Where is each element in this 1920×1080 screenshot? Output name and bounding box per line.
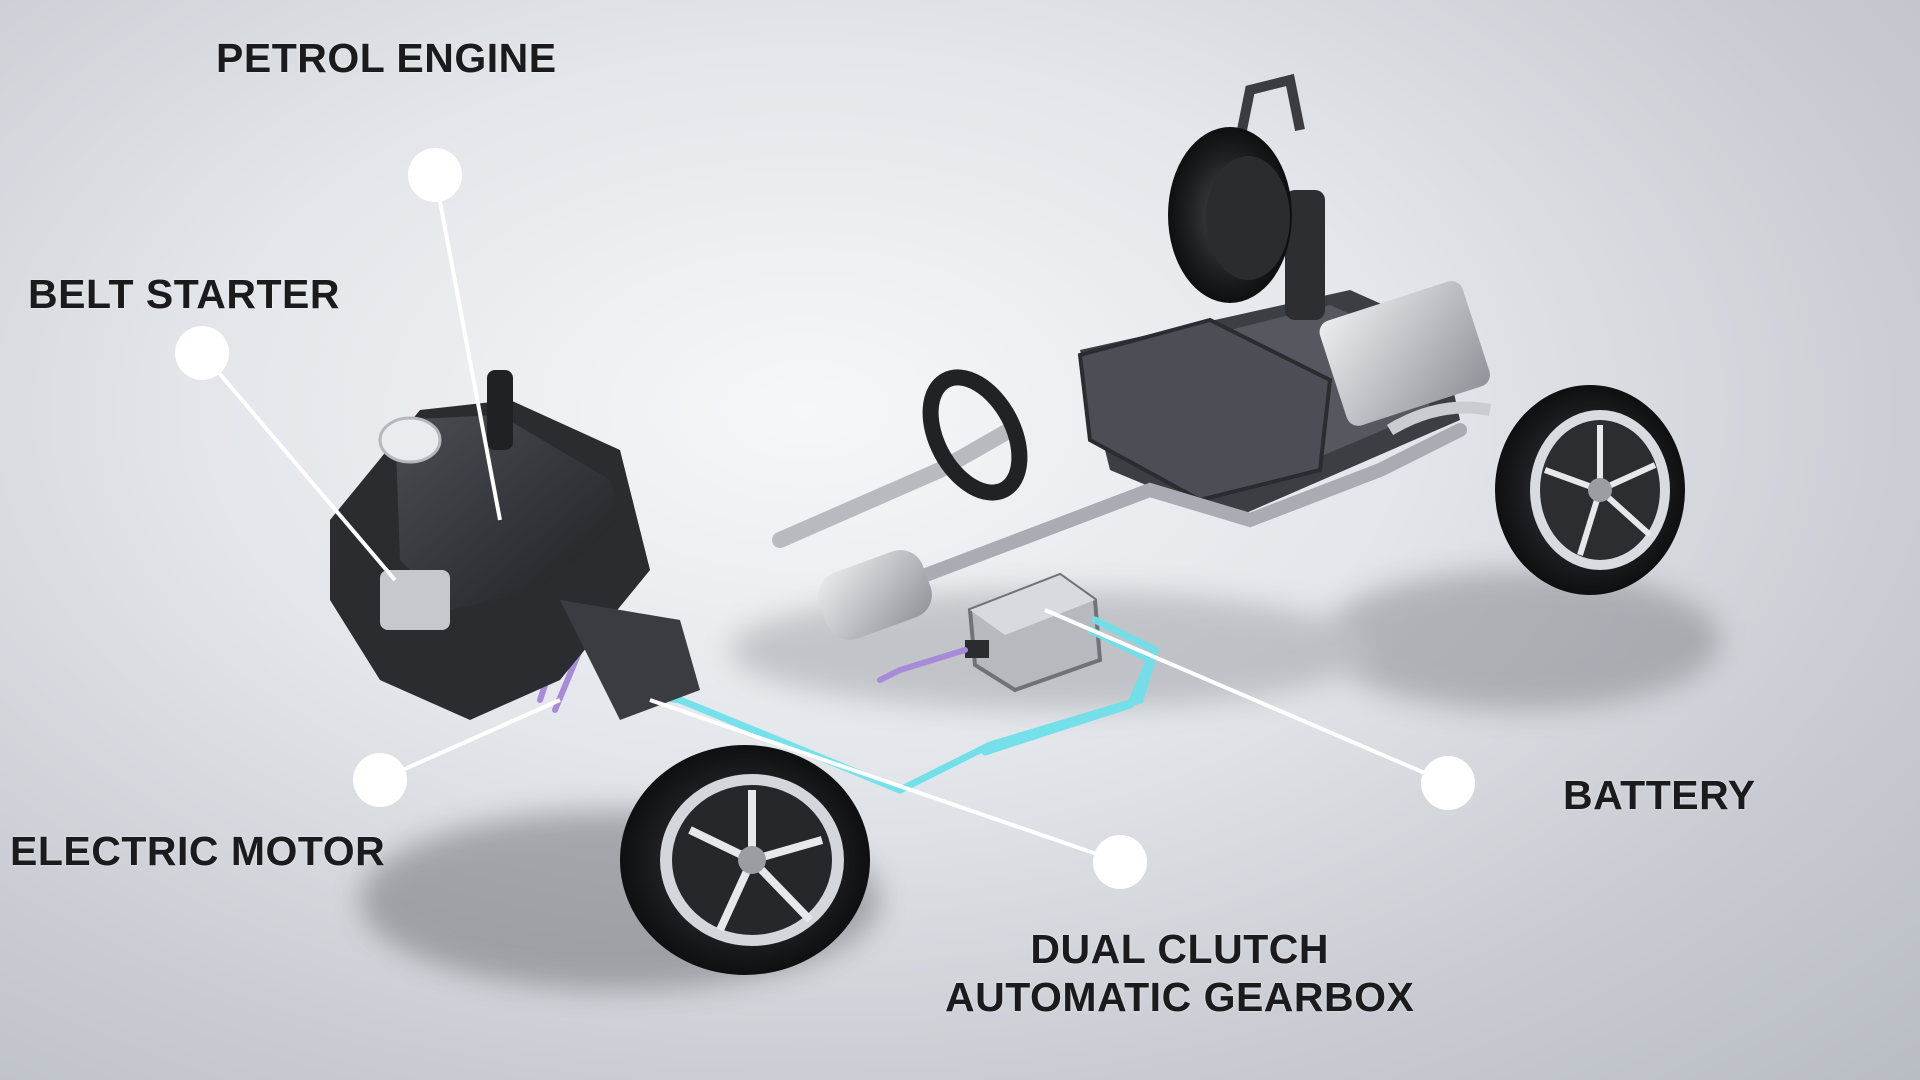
label-dual-clutch-gearbox: DUAL CLUTCH AUTOMATIC GEARBOX xyxy=(945,925,1414,1022)
engine-block xyxy=(330,370,700,720)
callout-dual-clutch-gearbox xyxy=(649,698,1147,889)
callout-belt-starter xyxy=(175,326,397,582)
battery-pack xyxy=(965,572,1103,693)
label-battery-text: BATTERY xyxy=(1563,772,1756,818)
exhaust-silencer xyxy=(818,550,932,640)
label-dual-clutch-line1: DUAL CLUTCH xyxy=(1030,926,1329,972)
label-petrol-engine: PETROL ENGINE xyxy=(216,34,557,82)
label-electric-motor: ELECTRIC MOTOR xyxy=(10,827,385,875)
fuel-tank xyxy=(1077,317,1333,503)
exhaust-pipe xyxy=(853,423,1467,607)
label-belt-starter-text: BELT STARTER xyxy=(28,271,340,317)
callout-electric-motor xyxy=(353,698,561,807)
callout-battery xyxy=(1044,608,1475,810)
hv-cable-cyan xyxy=(616,616,1160,794)
label-battery: BATTERY xyxy=(1563,771,1756,819)
label-petrol-engine-text: PETROL ENGINE xyxy=(216,35,557,81)
rear-left-wheel xyxy=(1168,127,1292,303)
steering-column xyxy=(772,369,1028,548)
label-belt-starter: BELT STARTER xyxy=(28,270,340,318)
label-electric-motor-text: ELECTRIC MOTOR xyxy=(10,828,386,874)
front-right-wheel xyxy=(620,745,870,975)
rear-right-wheel xyxy=(1495,385,1685,595)
callout-petrol-engine xyxy=(408,148,502,521)
label-dual-clutch-line2: AUTOMATIC GEARBOX xyxy=(945,974,1415,1021)
